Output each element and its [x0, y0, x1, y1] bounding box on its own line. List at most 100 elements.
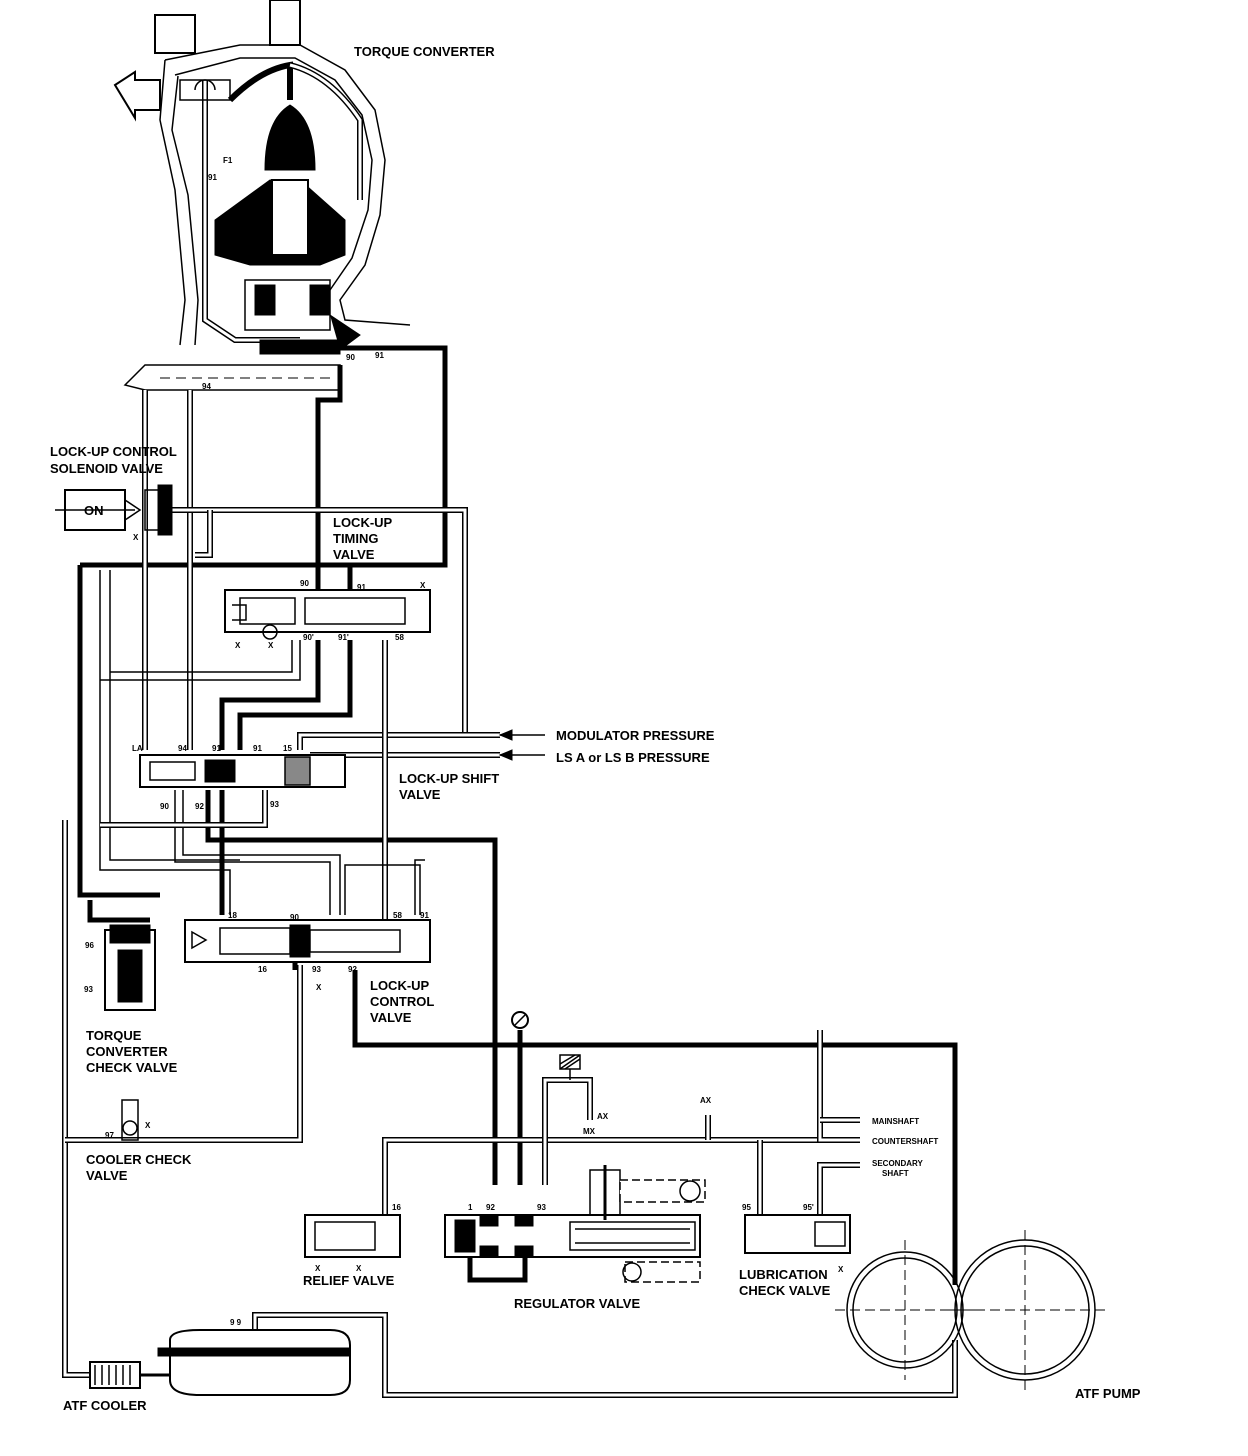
cooler-check-valve: 97 X COOLER CHECK VALVE: [86, 1099, 192, 1183]
converter-output-arrow: [113, 70, 161, 122]
shift-valve-body: [139, 754, 346, 788]
lockup-shift-valve: LA 94 91 91 15 90 92 93 LOCK-UP SHIFT VA…: [132, 744, 499, 811]
svg-text:94: 94: [178, 744, 187, 753]
atf-cooler-label: ATF COOLER: [63, 1398, 147, 1413]
svg-text:1: 1: [468, 1203, 473, 1212]
control-valve-label-line3: VALVE: [370, 1010, 412, 1025]
svg-text:X: X: [133, 533, 139, 542]
converter-turbine-blade: [264, 104, 316, 171]
line-91: [340, 345, 448, 590]
svg-text:X: X: [420, 581, 426, 590]
svg-text:91: 91: [253, 744, 262, 753]
svg-text:93: 93: [537, 1203, 546, 1212]
lockup-timing-valve: 90 91 90' 91' 58 X X X LOCK-UP TIMING VA…: [224, 515, 431, 650]
svg-text:18: 18: [228, 911, 237, 920]
secondary-shaft-label-line2: SHAFT: [882, 1169, 909, 1178]
svg-text:X: X: [235, 641, 241, 650]
tc-check-label-line2: CONVERTER: [86, 1044, 168, 1059]
modulator-arrow: [498, 729, 513, 741]
torque-converter-label: TORQUE CONVERTER: [354, 44, 495, 59]
tc-check-label-line1: TORQUE: [86, 1028, 142, 1043]
svg-text:90': 90': [303, 633, 314, 642]
solenoid-state: ON: [84, 503, 104, 518]
lockup-control-valve: 18 90 58 91 93 92 16 X LOCK-UP CONTROL V…: [184, 911, 434, 1025]
svg-text:97: 97: [105, 1131, 114, 1140]
lockup-control-solenoid-valve: ON X LOCK-UP CONTROL SOLENOID VALVE: [50, 444, 177, 542]
converter-inner-shell: [174, 57, 373, 291]
svg-text:96: 96: [85, 941, 94, 950]
cooler-check-label-line1: COOLER CHECK: [86, 1152, 192, 1167]
torque-converter: F1 91 TORQUE CONVERTER 90 91 94: [113, 0, 495, 391]
timing-valve-label-line2: TIMING: [333, 531, 379, 546]
svg-text:91: 91: [212, 744, 221, 753]
lubrication-check-valve: 95 95' X LUBRICATION CHECK VALVE MAINSHA…: [739, 1117, 938, 1298]
mainshaft-label: MAINSHAFT: [872, 1117, 919, 1126]
svg-text:X: X: [838, 1265, 844, 1274]
svg-text:93: 93: [312, 965, 321, 974]
svg-text:94: 94: [202, 382, 211, 391]
ls-pressure-arrow: [498, 749, 513, 761]
converter-outer-shell: [164, 44, 411, 326]
svg-text:16: 16: [392, 1203, 401, 1212]
timing-valve-label-line1: LOCK-UP: [333, 515, 393, 530]
lube-check-body: [744, 1214, 851, 1254]
modulator-pressure-label: MODULATOR PRESSURE: [556, 728, 715, 743]
relief-valve: 16 X X RELIEF VALVE: [303, 1203, 401, 1288]
converter-housing-tab: [154, 14, 196, 54]
svg-text:92: 92: [195, 802, 204, 811]
solenoid-label-line2: SOLENOID VALVE: [50, 461, 163, 476]
svg-text:91': 91': [338, 633, 349, 642]
line-90-to-shift: [219, 640, 321, 750]
atf-pump: ATF PUMP: [835, 1230, 1141, 1401]
atf-pump-label: ATF PUMP: [1075, 1386, 1141, 1401]
ls-pressure-label: LS A or LS B PRESSURE: [556, 750, 710, 765]
svg-text:9 9: 9 9: [230, 1318, 242, 1327]
svg-text:AX: AX: [700, 1096, 712, 1105]
shift-valve-label-line2: VALVE: [399, 787, 441, 802]
line-91-to-shift: [237, 640, 353, 750]
svg-text:AX: AX: [597, 1112, 609, 1121]
svg-text:91: 91: [357, 583, 366, 592]
svg-text:X: X: [145, 1121, 151, 1130]
svg-text:90: 90: [300, 579, 309, 588]
svg-text:91: 91: [375, 351, 384, 360]
regulator-valve: 1 92 93 AX MX AX REGULATOR VALVE: [444, 1011, 712, 1311]
atf-cooler-body: [89, 1361, 141, 1389]
tc-check-label-line3: CHECK VALVE: [86, 1060, 178, 1075]
lube-check-label-line2: CHECK VALVE: [739, 1283, 831, 1298]
secondary-shaft-label-line1: SECONDARY: [872, 1159, 923, 1168]
control-valve-label-line1: LOCK-UP: [370, 978, 430, 993]
svg-text:58: 58: [393, 911, 402, 920]
pressure-inlet-arrows: MODULATOR PRESSURE LS A or LS B PRESSURE: [498, 728, 715, 765]
converter-shaft-top: [269, 0, 301, 46]
lube-check-label-line1: LUBRICATION: [739, 1267, 828, 1282]
cooler-check-body: [121, 1099, 139, 1141]
svg-text:90: 90: [346, 353, 355, 362]
thick-pressure-lines: [77, 345, 958, 1285]
svg-text:93: 93: [84, 985, 93, 994]
svg-text:F1: F1: [223, 156, 233, 165]
svg-text:93: 93: [270, 800, 279, 809]
svg-text:LA: LA: [132, 744, 143, 753]
cooler-check-label-line2: VALVE: [86, 1168, 128, 1183]
relief-valve-label: RELIEF VALVE: [303, 1273, 395, 1288]
converter-left-wall-inner: [171, 75, 199, 346]
converter-hub-assembly: [244, 279, 331, 331]
converter-stator-hub: [271, 179, 309, 256]
shift-valve-label-line1: LOCK-UP SHIFT: [399, 771, 499, 786]
svg-text:90: 90: [290, 913, 299, 922]
atf-cooler: 9 9 ATF COOLER: [63, 1318, 351, 1413]
line-90: [315, 365, 343, 590]
svg-text:58: 58: [395, 633, 404, 642]
svg-text:X: X: [315, 1264, 321, 1273]
shift-valve-spring: [284, 756, 311, 786]
svg-text:16: 16: [258, 965, 267, 974]
line-lube: [382, 1137, 820, 1215]
converter-left-wall: [159, 59, 186, 346]
regulator-spring-housing: [569, 1221, 696, 1251]
svg-text:92: 92: [486, 1203, 495, 1212]
countershaft-label: COUNTERSHAFT: [872, 1137, 938, 1146]
line-cooler-return: [62, 820, 90, 1378]
svg-text:15: 15: [283, 744, 292, 753]
timing-valve-label-line3: VALVE: [333, 547, 375, 562]
